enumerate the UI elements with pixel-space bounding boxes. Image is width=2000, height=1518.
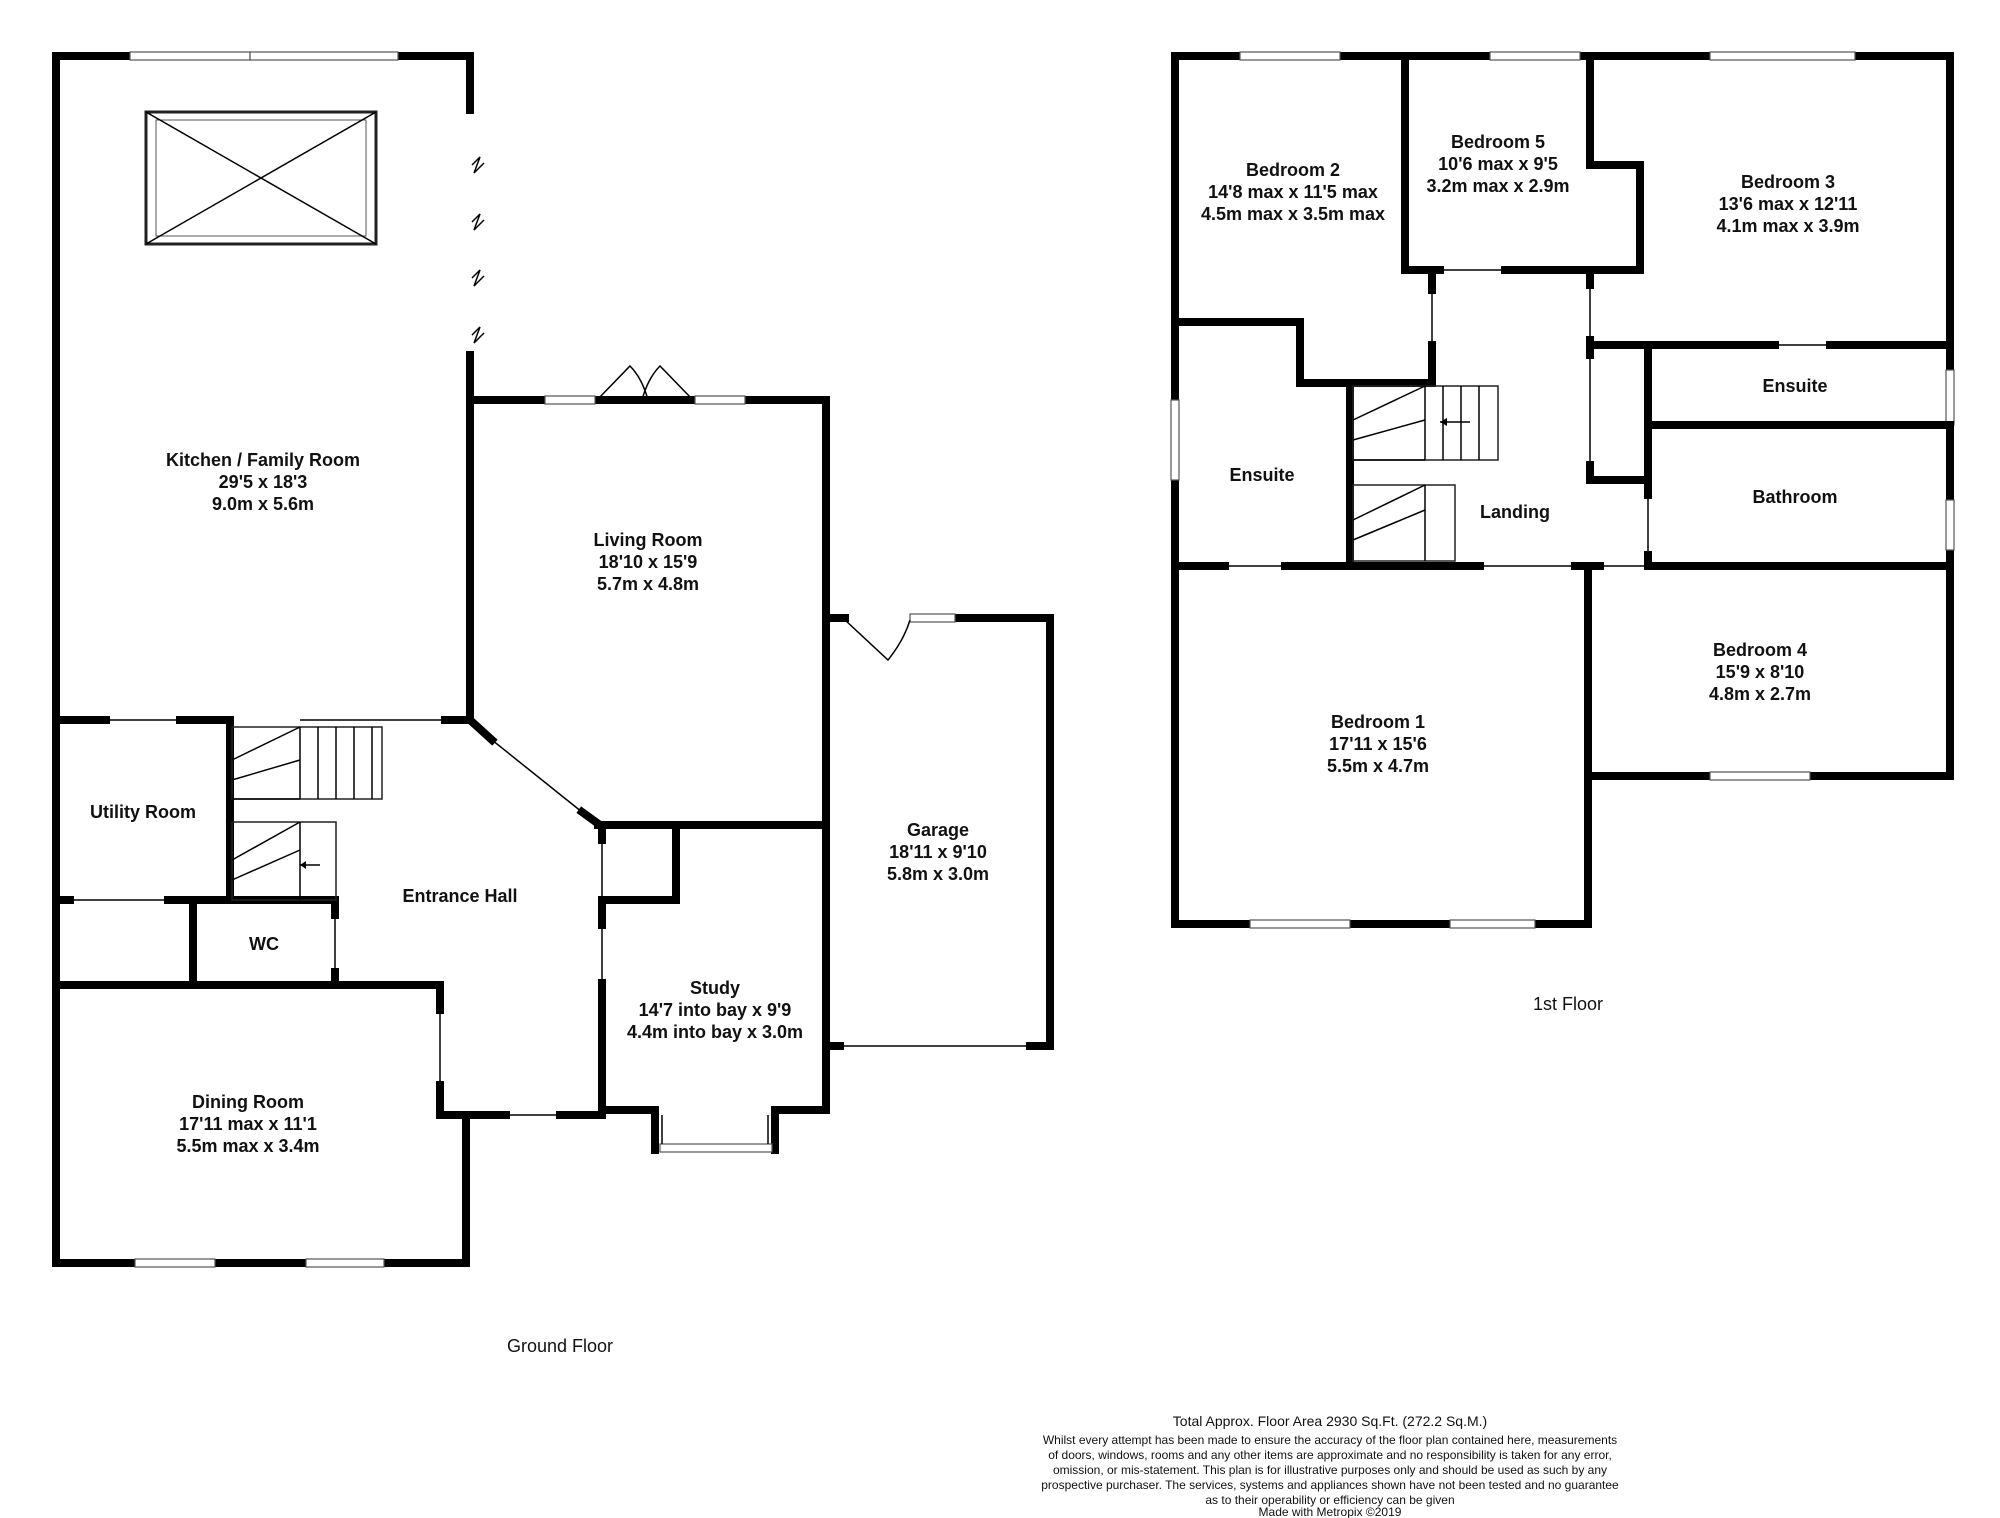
- bedroom5-label: Bedroom 5: [1451, 132, 1545, 152]
- first-floor-inner-walls: [1171, 52, 1954, 584]
- utility-wc-walls: [52, 896, 444, 989]
- study-bay-window: [659, 1143, 773, 1153]
- bedroom5-metric: 3.2m max x 2.9m: [1426, 176, 1569, 196]
- dining-room-window: [134, 1258, 216, 1268]
- living-room-walls: [464, 396, 830, 1114]
- dining-room-label: Dining Room: [192, 1092, 304, 1112]
- bedroom4-metric: 4.8m x 2.7m: [1709, 684, 1811, 704]
- disclaimer-line: of doors, windows, rooms and any other i…: [1048, 1448, 1612, 1462]
- kitchen-label: Kitchen / Family Room: [166, 450, 360, 470]
- garage-door-icon: [844, 619, 911, 662]
- garage-label: Garage: [907, 820, 969, 840]
- living-room-metric: 5.7m x 4.8m: [597, 574, 699, 594]
- bathroom-label: Bathroom: [1753, 487, 1838, 507]
- living-room-imperial: 18'10 x 15'9: [599, 552, 698, 572]
- wc-label: WC: [249, 934, 279, 954]
- bedroom3-metric: 4.1m max x 3.9m: [1716, 216, 1859, 236]
- staircase: [231, 726, 383, 901]
- bathroom-window: [1945, 499, 1955, 551]
- kitchen-metric: 9.0m x 5.6m: [212, 494, 314, 514]
- bedroom2-window: [1239, 51, 1341, 61]
- bedroom2-label: Bedroom 2: [1246, 160, 1340, 180]
- living-room-window: [694, 395, 746, 405]
- ground-floor-plan: Kitchen / Family Room 29'5 x 18'3 9.0m x…: [52, 51, 1054, 1356]
- bedroom3-window: [1709, 51, 1856, 61]
- ground-floor-label: Ground Floor: [507, 1336, 613, 1356]
- kitchen-window: [249, 51, 399, 61]
- bedroom1-window: [1249, 919, 1351, 929]
- bedroom2-metric: 4.5m max x 3.5m max: [1201, 204, 1385, 224]
- garage-imperial: 18'11 x 9'10: [889, 842, 987, 862]
- bedroom4-window: [1709, 771, 1811, 781]
- ensuite-label: Ensuite: [1229, 465, 1294, 485]
- kitchen-imperial: 29'5 x 18'3: [219, 472, 308, 492]
- bedroom3-label: Bedroom 3: [1741, 172, 1835, 192]
- staircase: [1352, 385, 1499, 562]
- living-room-label: Living Room: [594, 530, 703, 550]
- dining-room-imperial: 17'11 max x 11'1: [179, 1114, 317, 1134]
- kitchen-window: [129, 51, 251, 61]
- skylight-icon: [144, 110, 378, 246]
- study-imperial: 14'7 into bay x 9'9: [639, 1000, 792, 1020]
- entrance-hall-label: Entrance Hall: [402, 886, 517, 906]
- bedroom1-label: Bedroom 1: [1331, 712, 1425, 732]
- garage-metric: 5.8m x 3.0m: [887, 864, 989, 884]
- living-room-window: [544, 395, 596, 405]
- ensuite-label: Ensuite: [1762, 376, 1827, 396]
- total-area: Total Approx. Floor Area 2930 Sq.Ft. (27…: [1173, 1413, 1487, 1429]
- study-label: Study: [690, 978, 740, 998]
- garage-window: [909, 613, 956, 623]
- first-floor-plan: Bedroom 2 14'8 max x 11'5 max 4.5m max x…: [1170, 51, 1955, 1014]
- garage-walls: [822, 614, 1054, 1050]
- study-walls: [598, 821, 830, 1154]
- bifold-door-icon: [471, 156, 485, 344]
- bedroom1-window: [1449, 919, 1536, 929]
- disclaimer-line: as to their operability or efficiency ca…: [1205, 1493, 1454, 1507]
- ensuite-window: [1170, 399, 1180, 481]
- kitchen-walls: [52, 52, 474, 1267]
- study-metric: 4.4m into bay x 3.0m: [627, 1022, 803, 1042]
- dining-room-window: [305, 1258, 385, 1268]
- dining-room-metric: 5.5m max x 3.4m: [176, 1136, 319, 1156]
- utility-room-label: Utility Room: [90, 802, 196, 822]
- bedroom2-imperial: 14'8 max x 11'5 max: [1208, 182, 1378, 202]
- disclaimer-line: Whilst every attempt has been made to en…: [1043, 1433, 1617, 1447]
- credit: Made with Metropix ©2019: [1259, 1505, 1402, 1518]
- first-floor-label: 1st Floor: [1533, 994, 1603, 1014]
- bedroom4-label: Bedroom 4: [1713, 640, 1807, 660]
- bedroom4-imperial: 15'9 x 8'10: [1716, 662, 1805, 682]
- disclaimer-line: omission, or mis-statement. This plan is…: [1053, 1463, 1607, 1477]
- dining-room-walls: [52, 981, 606, 1267]
- first-floor-outer-walls: [1171, 52, 1954, 928]
- disclaimer-line: prospective purchaser. The services, sys…: [1041, 1478, 1619, 1492]
- ensuite-window: [1945, 369, 1955, 426]
- bedroom1-imperial: 17'11 x 15'6: [1329, 734, 1427, 754]
- bedroom5-window: [1489, 51, 1581, 61]
- footer: Total Approx. Floor Area 2930 Sq.Ft. (27…: [1041, 1413, 1619, 1518]
- bedroom5-imperial: 10'6 max x 9'5: [1438, 154, 1558, 174]
- french-door-icon: [596, 364, 694, 401]
- landing-label: Landing: [1480, 502, 1550, 522]
- bedroom3-imperial: 13'6 max x 12'11: [1719, 194, 1858, 214]
- bedroom1-metric: 5.5m x 4.7m: [1327, 756, 1429, 776]
